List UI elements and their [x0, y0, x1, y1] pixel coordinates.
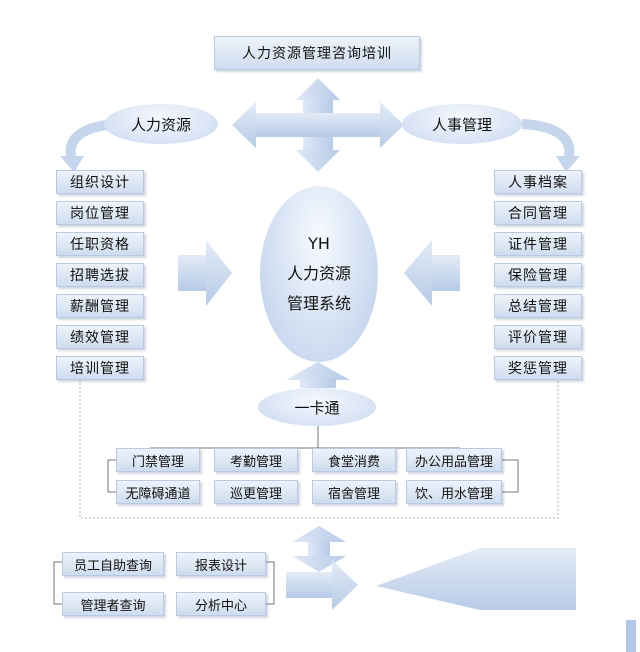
card-item: 食堂消费 — [312, 448, 396, 472]
dashed-outline — [79, 375, 559, 519]
card-item: 门禁管理 — [116, 448, 200, 472]
personnel-ellipse-label: 人事管理 — [431, 115, 492, 134]
bottom-item-label: 报表设计 — [194, 558, 247, 574]
card-item: 无障碍通道 — [116, 480, 200, 504]
bottom-large-arrow — [376, 548, 576, 610]
card-item: 宿舍管理 — [312, 480, 396, 504]
card-bracket-right — [500, 459, 519, 493]
bottom-item: 员工自助查询 — [62, 552, 164, 576]
corner-bar — [626, 620, 636, 652]
card-item: 巡更管理 — [214, 480, 298, 504]
card-item-label: 宿舍管理 — [327, 486, 380, 502]
bottom-double-arrow — [292, 526, 346, 572]
right-item-label: 保险管理 — [508, 268, 568, 284]
left-item-label: 招聘选拔 — [70, 268, 130, 284]
right-item: 合同管理 — [494, 201, 582, 225]
card-item-label: 饮、用水管理 — [414, 486, 493, 502]
left-item: 任职资格 — [56, 232, 144, 256]
right-item: 评价管理 — [494, 325, 582, 349]
bottom-right-arrow — [286, 560, 358, 610]
top-title-text: 人力资源管理咨询培训 — [242, 46, 392, 62]
card-item-label: 考勤管理 — [229, 454, 282, 470]
bottom-item: 报表设计 — [176, 552, 266, 576]
four-way-arrow — [232, 78, 404, 172]
card-ellipse: 一卡通 — [258, 388, 376, 426]
bottom-item-label: 管理者查询 — [80, 598, 146, 614]
right-block-arrow — [404, 240, 460, 306]
card-item: 饮、用水管理 — [406, 480, 502, 504]
right-item-label: 证件管理 — [508, 237, 568, 253]
card-ellipse-label: 一卡通 — [294, 398, 340, 417]
right-item-label: 评价管理 — [508, 330, 568, 346]
center-ellipse: YH 人力资源 管理系统 — [260, 186, 378, 362]
personnel-ellipse: 人事管理 — [402, 104, 522, 144]
left-block-arrow — [178, 240, 232, 306]
right-item-label: 合同管理 — [508, 206, 568, 222]
card-item-label: 无障碍通道 — [125, 486, 191, 502]
right-item: 人事档案 — [494, 170, 582, 194]
left-item: 岗位管理 — [56, 201, 144, 225]
left-item-label: 岗位管理 — [70, 206, 130, 222]
top-title-box: 人力资源管理咨询培训 — [214, 36, 420, 70]
card-item-label: 巡更管理 — [229, 486, 282, 502]
bottom-item-label: 分析中心 — [194, 598, 247, 614]
card-item-label: 食堂消费 — [327, 454, 380, 470]
hr-ellipse-label: 人力资源 — [130, 115, 191, 134]
left-item-label: 培训管理 — [70, 361, 130, 377]
card-item-label: 办公用品管理 — [414, 454, 493, 470]
right-item-label: 总结管理 — [508, 299, 568, 315]
bottom-bracket-left — [53, 561, 62, 605]
right-item-label: 奖惩管理 — [508, 361, 568, 377]
left-item: 绩效管理 — [56, 325, 144, 349]
card-item: 办公用品管理 — [406, 448, 502, 472]
left-item-label: 任职资格 — [70, 237, 130, 253]
right-item: 保险管理 — [494, 263, 582, 287]
left-item: 组织设计 — [56, 170, 144, 194]
left-item: 招聘选拔 — [56, 263, 144, 287]
center-line-3: 管理系统 — [286, 294, 351, 313]
left-item: 培训管理 — [56, 356, 144, 380]
card-up-arrow — [286, 362, 350, 388]
center-line-1: YH — [308, 234, 330, 253]
right-item: 总结管理 — [494, 294, 582, 318]
right-curved-arrow — [521, 119, 580, 172]
bottom-item-label: 员工自助查询 — [73, 558, 152, 574]
left-item-label: 组织设计 — [70, 175, 130, 191]
left-item-label: 薪酬管理 — [70, 299, 130, 315]
bottom-item: 分析中心 — [176, 592, 266, 616]
card-bracket-left — [107, 459, 116, 493]
left-item: 薪酬管理 — [56, 294, 144, 318]
right-item: 证件管理 — [494, 232, 582, 256]
bottom-item: 管理者查询 — [62, 592, 164, 616]
right-item: 奖惩管理 — [494, 356, 582, 380]
right-item-label: 人事档案 — [508, 175, 568, 191]
left-item-label: 绩效管理 — [70, 330, 130, 346]
card-item: 考勤管理 — [214, 448, 298, 472]
center-line-2: 人力资源 — [286, 264, 351, 283]
hr-ellipse: 人力资源 — [104, 104, 218, 144]
bottom-bracket-right — [266, 561, 275, 605]
card-item-label: 门禁管理 — [131, 454, 184, 470]
